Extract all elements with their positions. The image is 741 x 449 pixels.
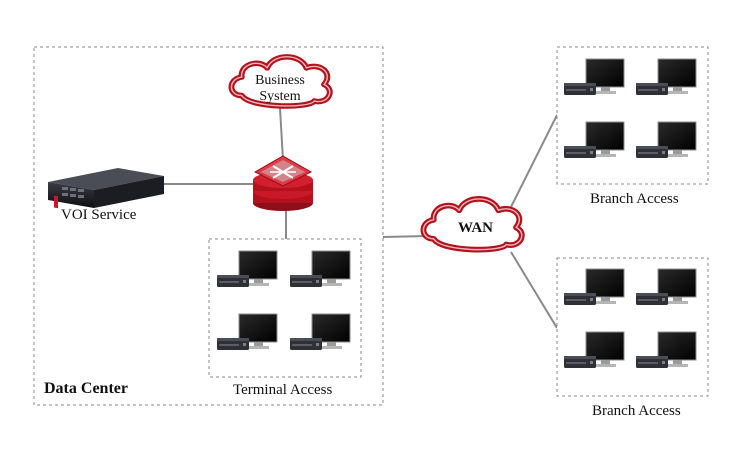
branch-access-bottom-label: Branch Access bbox=[592, 403, 681, 419]
terminal-access-label: Terminal Access bbox=[233, 382, 333, 398]
network-links bbox=[162, 107, 558, 329]
router-icon bbox=[253, 155, 313, 211]
branch-access-top-label: Branch Access bbox=[590, 191, 679, 207]
data-center-label: Data Center bbox=[44, 380, 128, 397]
data-center-zone bbox=[33, 46, 384, 406]
link-router-business bbox=[279, 107, 284, 161]
server-icon bbox=[48, 168, 164, 209]
link-wan-branch-bottom bbox=[510, 251, 558, 329]
wan-label: WAN bbox=[458, 220, 494, 236]
voi-service-label: VOI Service bbox=[61, 207, 137, 223]
link-wan-branch-top bbox=[510, 114, 558, 208]
link-datacenter-wan bbox=[382, 235, 429, 238]
business-system-label: Business System bbox=[255, 73, 305, 104]
